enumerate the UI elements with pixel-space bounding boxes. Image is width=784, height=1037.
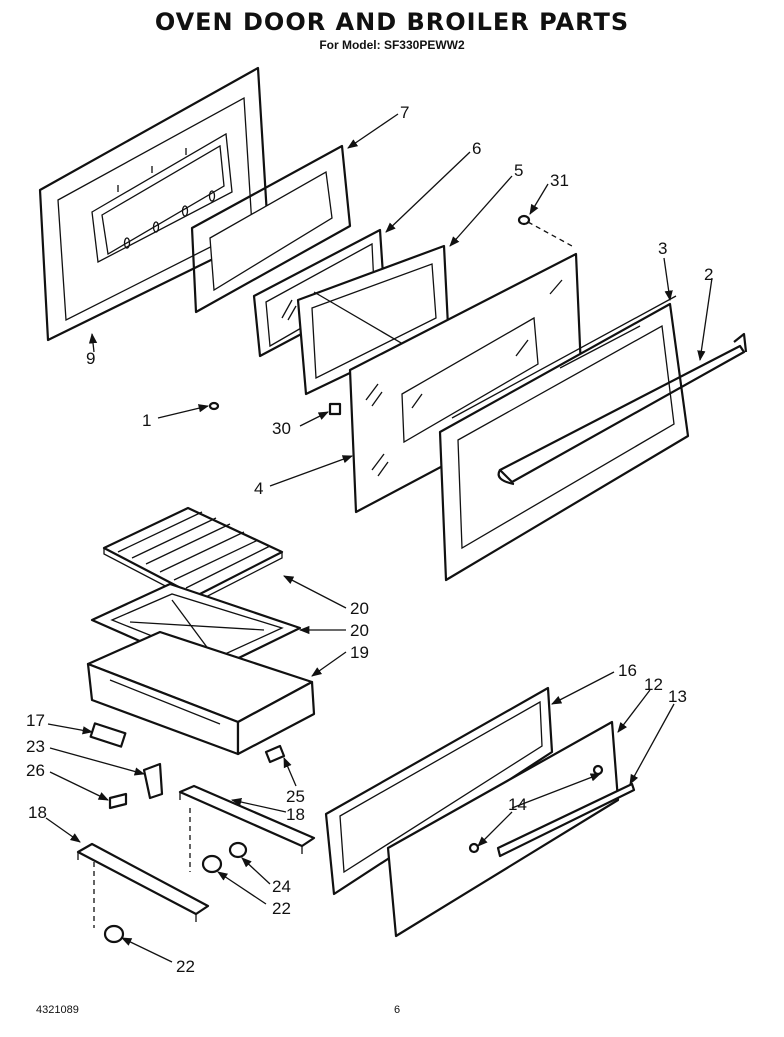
page-title: OVEN DOOR AND BROILER PARTS: [154, 8, 630, 36]
door-clip: [208, 401, 220, 411]
callout-2: 2: [704, 265, 713, 284]
callout-12: 12: [644, 675, 663, 694]
drawer-rail-lower: [76, 842, 210, 928]
callout-5: 5: [514, 161, 523, 180]
door-handle: [497, 332, 748, 486]
callout-16: 17: [26, 711, 45, 730]
drawer-fasteners: [468, 764, 604, 854]
callout-14: 14: [508, 795, 527, 814]
control-knob: [103, 924, 125, 944]
glass-retainer-clip: [328, 402, 342, 416]
callout-21: 23: [26, 737, 45, 756]
callout-9: 9: [86, 349, 95, 368]
callout-18: 19: [350, 643, 369, 662]
callout-30: 30: [272, 419, 291, 438]
callout-20: 20: [350, 599, 369, 618]
callout-1: 1: [142, 411, 151, 430]
drawer-front-panel: [386, 720, 620, 938]
broiler-grid: [102, 506, 284, 603]
hinge-screw: [517, 214, 573, 247]
knob-assembly: [189, 808, 248, 874]
document-code: 4321089: [36, 1004, 79, 1016]
page-number: 6: [394, 1004, 401, 1016]
callout-31: 31: [550, 171, 569, 190]
callout-13: 13: [668, 687, 687, 706]
callout-17-upper: 18: [286, 805, 305, 824]
callout-19: 20: [350, 621, 369, 640]
callout-3: 3: [658, 239, 667, 258]
spring-clip: [264, 744, 286, 764]
door-frame: [438, 295, 690, 582]
callout-4: 4: [254, 479, 263, 498]
drawer-rail-upper: [178, 784, 316, 854]
callout-24: 24: [272, 877, 291, 896]
callout-22: 22: [176, 957, 195, 976]
drawer-trim: [496, 782, 636, 858]
callout-7: 7: [400, 103, 409, 122]
model-subtitle: For Model: SF330PEWW2: [319, 38, 465, 52]
callout-17-lower: 18: [28, 803, 47, 822]
burner-element: [89, 722, 127, 748]
callout-25: 25: [286, 787, 305, 806]
callout-labels: 7 6 5 31 3 2 9 1 30 4 20 20 19 16 12 13: [26, 103, 713, 976]
callout-23: 22: [272, 899, 291, 918]
mounting-bracket: [142, 762, 164, 800]
drawer-panel: [324, 686, 554, 896]
door-insulation: [190, 144, 352, 314]
callout-26: 26: [26, 761, 45, 780]
callout-15: 16: [618, 661, 637, 680]
callout-6: 6: [472, 139, 481, 158]
bracket-screw: [108, 792, 128, 810]
broiler-drawer: [86, 630, 316, 756]
